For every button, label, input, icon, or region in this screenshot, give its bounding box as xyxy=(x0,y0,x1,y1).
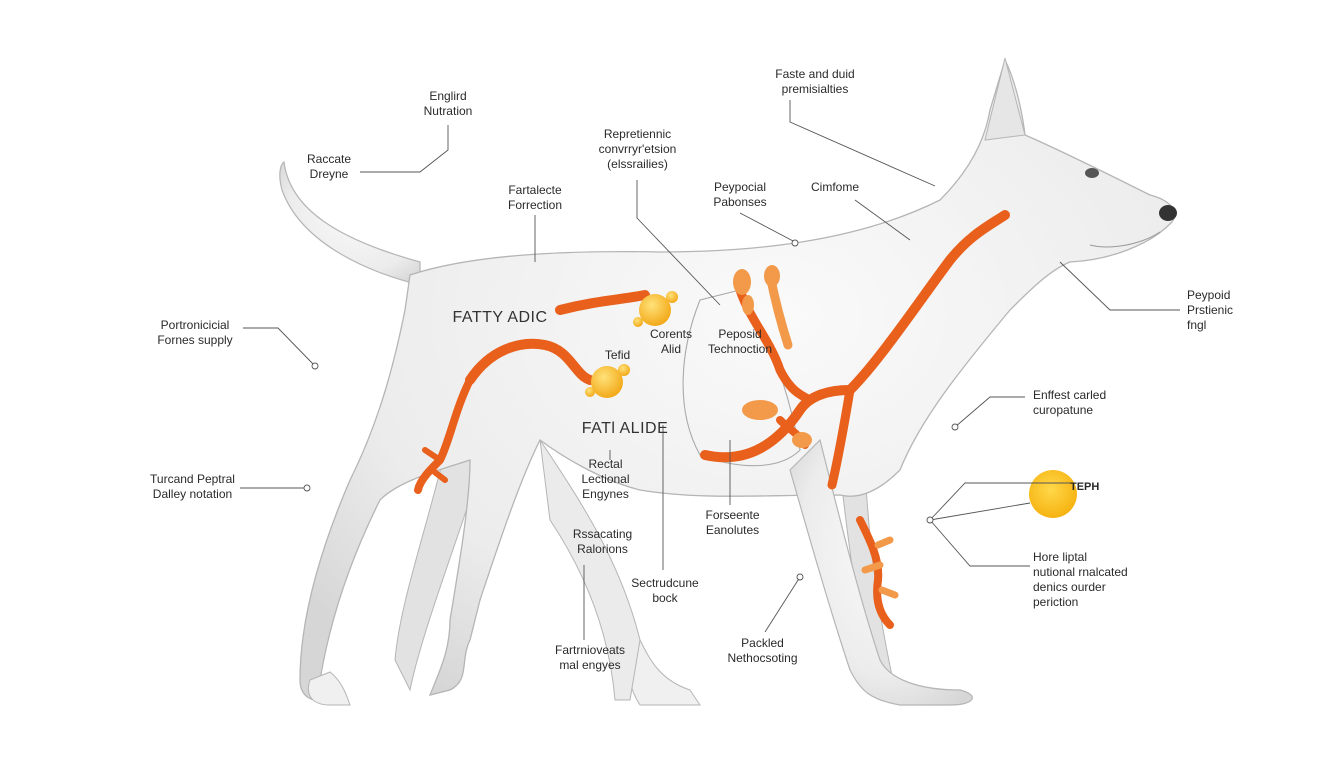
label-peypocial-pabonses: Peypocial Pabonses xyxy=(713,180,767,209)
organ-blobs xyxy=(733,265,812,448)
label-corents-alid: Corents Alid xyxy=(649,327,693,356)
label-forseente-eanolutes: Forseente Eanolutes xyxy=(705,508,760,537)
label-rssacating-ralorions: Rssacating Ralorions xyxy=(572,527,633,556)
label-hore-liptal: Hore liptal nutional rnalcated denics ou… xyxy=(1033,550,1128,609)
label-tefid: Tefid xyxy=(604,348,631,362)
label-teph: TEPH xyxy=(1070,481,1100,493)
vessel-network xyxy=(414,210,1010,629)
label-fartalecte-forrection: Fartalecte Forrection xyxy=(507,183,563,212)
nose-icon xyxy=(1159,205,1177,221)
eye-icon xyxy=(1085,168,1099,178)
label-rectal-lectional: Rectal Lectional Engynes xyxy=(581,457,630,501)
sun-molecule-icon xyxy=(1029,470,1077,518)
label-peypoid-prstienic: Peypoid Prstienic fngl xyxy=(1187,288,1234,332)
label-sectrudeune-bock: Sectrudcune bock xyxy=(631,576,699,605)
label-packled-nethocsoting: Packled Nethocsoting xyxy=(727,636,798,665)
leader-lines xyxy=(240,100,1180,640)
label-english-nutrition: Englird Nutration xyxy=(423,89,473,118)
label-peposid-technoction: Peposid Technoction xyxy=(707,327,773,356)
label-fatty-adic: FATTY ADIC xyxy=(452,309,548,326)
label-raccate-dreyne: Raccate Dreyne xyxy=(306,152,352,181)
label-repretiennic: Repretiennic convrryr'etsion (elssrailie… xyxy=(598,127,677,171)
molecule-icon xyxy=(585,364,630,398)
label-fartrnioveats: Fartrnioveats mal engyes xyxy=(554,643,626,672)
molecule-icon xyxy=(633,291,678,327)
label-faste-and-duid: Faste and duid premisialties xyxy=(775,67,855,96)
label-fatl-alide: FATl ALIDE xyxy=(581,420,669,437)
label-enffest-carled: Enffest carled curopatune xyxy=(1033,388,1107,417)
label-portronicial: Portronicicial Fornes supply xyxy=(157,318,233,347)
label-cimfome: Cimfome xyxy=(810,180,859,194)
label-turcand-peptral: Turcand Peptral Dalley notation xyxy=(150,472,235,501)
